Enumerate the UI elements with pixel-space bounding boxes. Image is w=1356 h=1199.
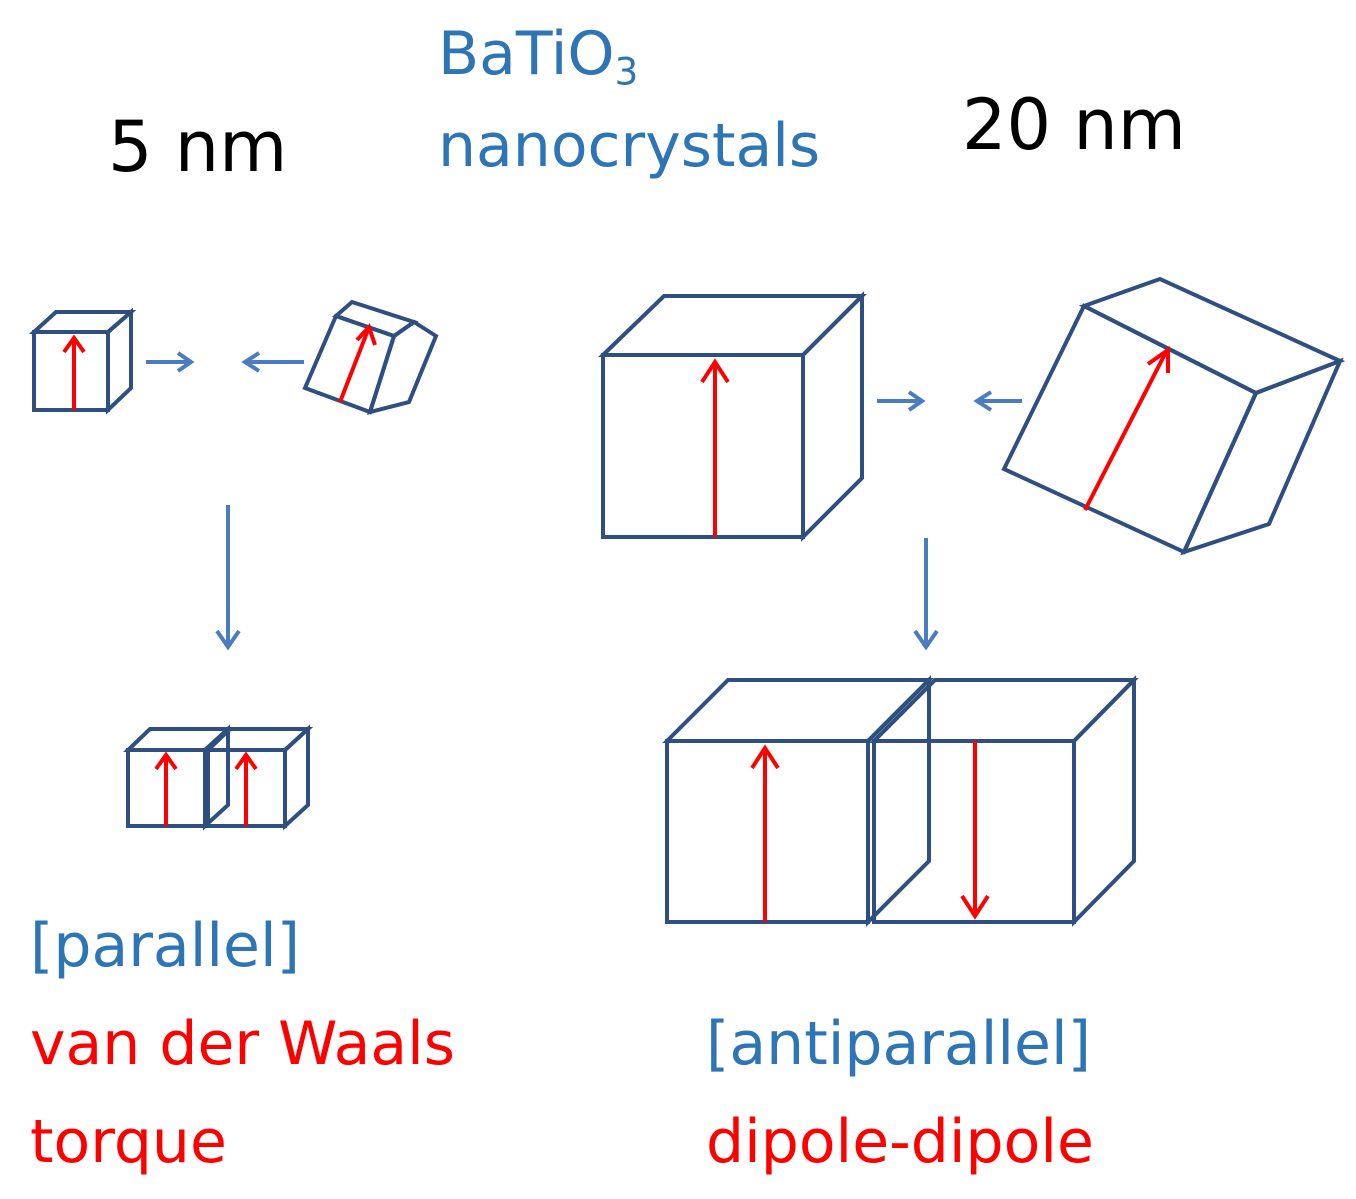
small-cube-pair-right [203,724,314,831]
large-cube-tilted [1001,276,1346,556]
large-cube-pair-right [869,675,1139,927]
approach-arrowhead-large-right [907,390,926,412]
approach-arrowhead-large-left [973,390,993,412]
approach-arrowhead-small-left [241,351,261,373]
small-cube-upright [28,307,137,415]
small-size-label: 5 nm [108,106,288,188]
material-line2: nanocrystals [438,111,821,181]
dipole-arrowhead-small-tilted [355,323,377,346]
dipole-arrow-large-tilted [1083,351,1168,511]
dipole-arrowhead-small-upright [62,334,86,354]
parallel-label: [parallel] [30,911,301,981]
transition-arrowhead-large [913,629,939,651]
large-size-label: 20 nm [962,84,1186,166]
dipole-arrowhead-pair-left [154,751,178,771]
approach-arrowhead-small-right [176,351,195,373]
dipole-arrowhead-antiparallel-up [750,744,780,770]
dipole-arrowhead-large-upright [700,358,730,384]
antiparallel-label: [antiparallel] [706,1009,1092,1079]
dipole-arrow-small-tilted [338,329,370,403]
small-cube-tilted [302,299,439,415]
torque-label: torque [30,1107,227,1177]
large-cube-upright [598,291,867,542]
dipole-arrowhead-antiparallel-down [960,894,990,920]
transition-arrowhead-small [215,629,241,651]
material-formula-subscript: 3 [614,49,639,94]
large-cube-pair-left [662,675,934,927]
dipole-arrowhead-pair-right [234,751,258,771]
material-title: BaTiO3 [438,24,638,91]
material-formula-base: BaTiO [438,19,615,89]
van-der-waals-label: van der Waals [30,1009,456,1079]
dipole-dipole-label: dipole-dipole [706,1107,1094,1177]
dipole-arrowhead-large-tilted [1146,346,1170,373]
